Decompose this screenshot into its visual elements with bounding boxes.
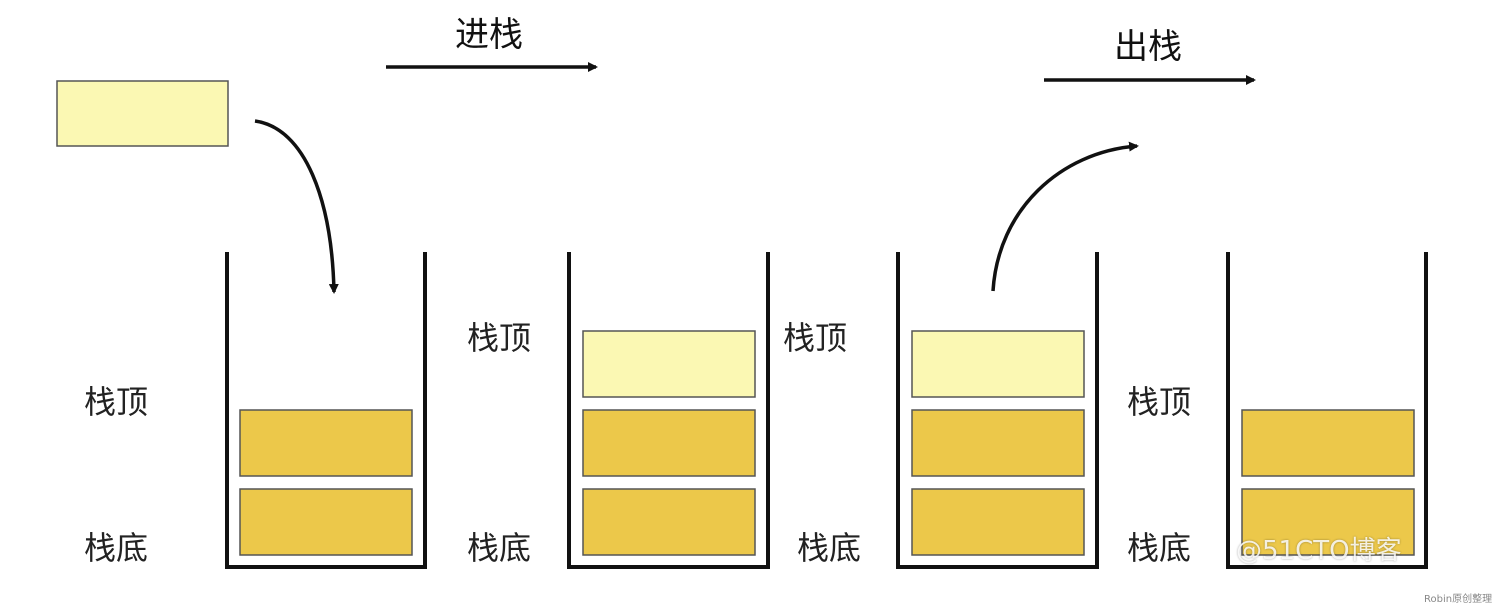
push-curve-arrow (254, 119, 339, 294)
stack-top-label: 栈顶 (1127, 383, 1192, 421)
stack-bottom-label: 栈底 (797, 529, 862, 567)
stack-element-new (582, 330, 756, 398)
stack-container-1 (225, 252, 427, 569)
push-label: 进栈 (455, 15, 523, 55)
stack-element (239, 488, 413, 556)
stack-top-label: 栈顶 (783, 319, 848, 357)
stack-bottom-label: 栈底 (1127, 529, 1192, 567)
pop-curve-arrow (991, 141, 1139, 292)
stack-container-4 (1226, 252, 1428, 569)
stack-element (1241, 409, 1415, 477)
stack-bottom-label: 栈底 (84, 529, 149, 567)
stack-container-3 (896, 252, 1099, 569)
stack-element-new (911, 330, 1085, 398)
pop-label: 出栈 (1114, 27, 1182, 67)
stack-element (582, 409, 756, 477)
incoming-element (56, 80, 229, 147)
stack-top-label: 栈顶 (84, 383, 149, 421)
stack-element (239, 409, 413, 477)
stack-top-label: 栈顶 (467, 319, 532, 357)
stack-element (1241, 488, 1415, 556)
stack-container-2 (567, 252, 770, 569)
stack-element (911, 409, 1085, 477)
stack-element (911, 488, 1085, 556)
stack-bottom-label: 栈底 (467, 529, 532, 567)
stack-element (582, 488, 756, 556)
watermark: @51CTO博客 (1236, 536, 1402, 566)
watermark-small: Robin原创整理 (1424, 594, 1492, 605)
